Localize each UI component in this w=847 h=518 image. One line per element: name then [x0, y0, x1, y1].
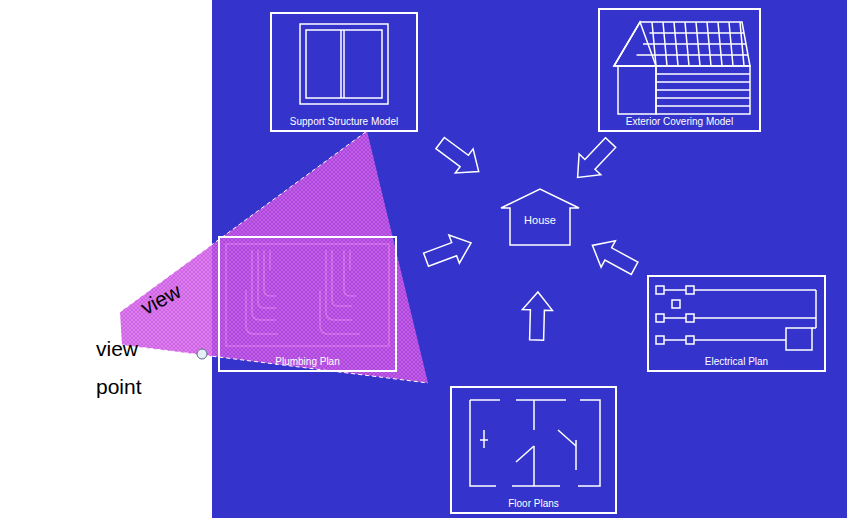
block-arrow	[436, 138, 479, 174]
roofed-house-icon	[614, 22, 750, 114]
block-arrow	[578, 138, 616, 178]
house-shape: House	[500, 188, 580, 246]
floorplan-icon	[470, 400, 600, 486]
plan-box: Plumbing Plan	[218, 236, 397, 372]
block-arrow	[522, 292, 552, 340]
circuit-icon	[656, 286, 816, 350]
node-label: House	[510, 214, 570, 227]
cone-edge	[120, 131, 367, 312]
view-cone-fill	[120, 131, 428, 383]
node-label: Electrical Plan	[669, 356, 804, 368]
plan-box: Electrical Plan	[647, 275, 826, 372]
viewpoint-dot	[197, 349, 207, 359]
block-arrow	[592, 241, 638, 275]
window-icon	[300, 24, 388, 104]
model-box: Support Structure Model	[270, 12, 418, 132]
node-label: Plumbing Plan	[240, 356, 375, 368]
viewpoint-label: view point	[96, 330, 158, 406]
node-label: Support Structure Model	[274, 116, 414, 128]
node-label: Exterior Covering Model	[620, 116, 739, 128]
cone-edge	[122, 345, 428, 383]
node-label: Floor Plans	[472, 498, 595, 510]
plan-box: Floor Plans	[450, 386, 617, 514]
block-arrow	[424, 235, 471, 266]
model-box: Exterior Covering Model	[598, 8, 761, 132]
